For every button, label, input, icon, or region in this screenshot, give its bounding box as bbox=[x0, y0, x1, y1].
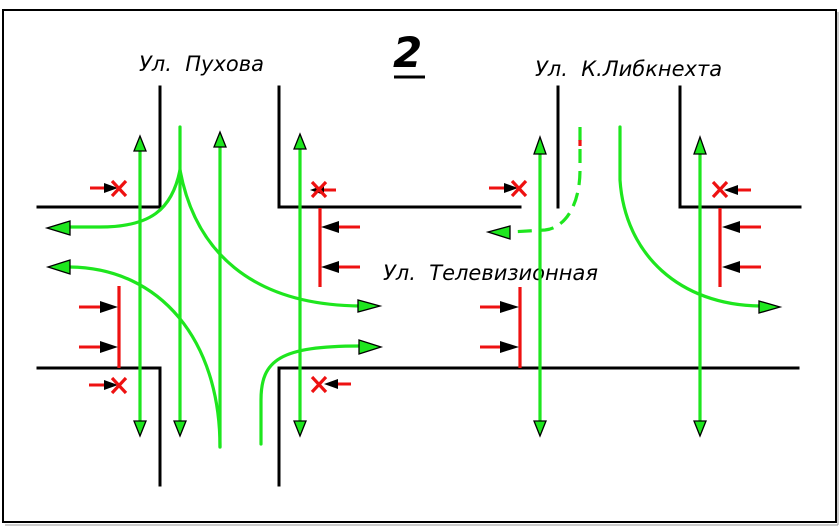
prohibited-cross-icon bbox=[310, 180, 328, 199]
arrowhead-2-north-2 bbox=[693, 135, 707, 155]
arrowhead-south-2 bbox=[173, 420, 187, 438]
arrowhead-south-4 bbox=[293, 420, 307, 438]
curb-se bbox=[277, 366, 800, 487]
arrowhead-2-south-2 bbox=[693, 420, 707, 438]
curb-nw bbox=[36, 85, 162, 209]
curb-2-ne bbox=[678, 85, 802, 209]
ped-arrow-head bbox=[722, 221, 740, 233]
arrowhead-north-1 bbox=[133, 134, 147, 152]
prohibited-cross-icon bbox=[310, 375, 328, 394]
ped-arrow-head bbox=[500, 341, 519, 353]
drawing-frame bbox=[2, 9, 837, 523]
ped-arrow-head bbox=[100, 341, 118, 353]
flow-2-turn-west-dashed bbox=[509, 127, 582, 234]
curb-ne bbox=[277, 85, 522, 209]
street-label-televizionnaya: Ул. Телевизионная bbox=[383, 261, 598, 285]
ped-arrow-head bbox=[100, 301, 118, 313]
ped-arrow-head bbox=[104, 380, 118, 390]
ped-arrow-head bbox=[722, 261, 740, 273]
arrowhead-north-3 bbox=[213, 130, 227, 148]
vehicle-flows-intersection-2 bbox=[485, 125, 783, 438]
flow-turn-east-lower bbox=[259, 344, 362, 446]
ped-arrow-head bbox=[321, 221, 339, 233]
ped-arrow-head bbox=[504, 183, 518, 193]
ped-arrow-head bbox=[104, 183, 118, 193]
arrowhead-2-west bbox=[485, 225, 511, 240]
prohibited-cross-icon bbox=[110, 376, 128, 395]
curbs-intersection-1 bbox=[36, 85, 800, 487]
flow-2-turn-east bbox=[618, 125, 762, 308]
arrowhead-west-lower bbox=[45, 259, 71, 275]
street-label-pukhova: Ул. Пухова bbox=[139, 52, 264, 76]
prohibited-cross-icon bbox=[110, 179, 128, 198]
street-label-liebknecht: Ул. К.Либкнехта bbox=[535, 57, 722, 81]
arrowhead-west-upper bbox=[44, 220, 71, 236]
ped-arrow-head bbox=[321, 261, 339, 273]
arrowhead-2-east bbox=[758, 300, 783, 314]
arrowhead-2-south-1 bbox=[533, 420, 547, 438]
ped-arrow-head bbox=[724, 185, 738, 195]
flow-turn-west-lower bbox=[68, 265, 222, 449]
arrowhead-south-1 bbox=[133, 420, 147, 438]
arrowhead-2-north-1 bbox=[533, 135, 547, 155]
curbs-intersection-2 bbox=[556, 85, 802, 209]
pedestrian-crossings bbox=[79, 179, 761, 395]
diagram-number: 2 bbox=[393, 28, 422, 77]
curb-sw bbox=[36, 366, 162, 487]
flow-turn-east-upper bbox=[178, 168, 362, 308]
ped-arrow-head bbox=[500, 301, 519, 313]
vehicle-flows-intersection-1 bbox=[44, 125, 384, 449]
prohibited-cross-icon bbox=[510, 179, 528, 198]
ped-arrow-head bbox=[324, 379, 338, 389]
arrowhead-north-4 bbox=[293, 132, 307, 150]
arrowhead-east-upper bbox=[357, 299, 383, 313]
arrowhead-east-lower bbox=[358, 339, 384, 355]
prohibited-cross-icon bbox=[711, 180, 729, 199]
flow-turn-west-upper bbox=[68, 168, 182, 229]
